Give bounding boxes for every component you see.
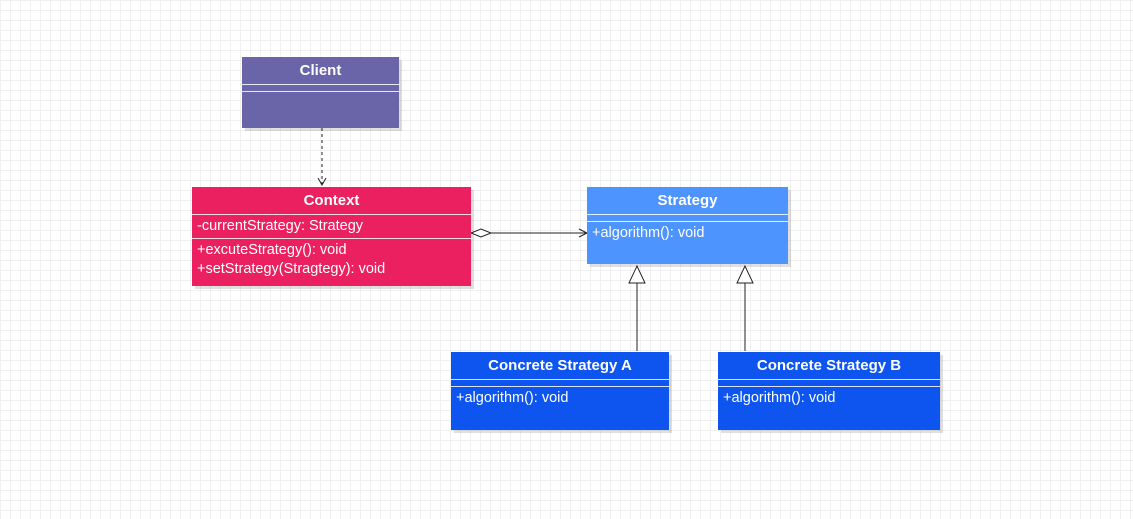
context-method: +excuteStrategy(): void bbox=[197, 242, 347, 258]
concrete-a-methods: +algorithm(): void bbox=[451, 387, 669, 410]
context-class-name: Context bbox=[303, 192, 360, 209]
aggregation-context-strategy[interactable] bbox=[469, 228, 589, 238]
concrete-b-methods: +algorithm(): void bbox=[718, 387, 940, 410]
client-class-name: Client bbox=[299, 62, 342, 79]
strategy-divider-2 bbox=[587, 221, 788, 222]
concrete-strategy-b-name: Concrete Strategy B bbox=[756, 357, 902, 374]
concrete-a-divider-2 bbox=[451, 386, 669, 387]
context-methods: +excuteStrategy(): void +setStrategy(Str… bbox=[192, 239, 471, 281]
context-divider-2 bbox=[192, 238, 471, 239]
concrete-b-method: +algorithm(): void bbox=[723, 390, 836, 406]
concrete-strategy-b-class[interactable]: Concrete Strategy B +algorithm(): void bbox=[718, 352, 940, 430]
client-class[interactable]: Client bbox=[242, 57, 399, 128]
strategy-divider-1 bbox=[587, 214, 788, 215]
strategy-class[interactable]: Strategy +algorithm(): void bbox=[587, 187, 788, 264]
concrete-strategy-a-class[interactable]: Concrete Strategy A +algorithm(): void bbox=[451, 352, 669, 430]
context-divider-1 bbox=[192, 214, 471, 215]
generalization-a-strategy[interactable] bbox=[628, 264, 646, 351]
client-divider-1 bbox=[242, 84, 399, 85]
context-class[interactable]: Context -currentStrategy: Strategy +excu… bbox=[192, 187, 471, 286]
concrete-b-divider-1 bbox=[718, 379, 940, 380]
generalization-b-strategy[interactable] bbox=[736, 264, 754, 351]
concrete-a-divider-1 bbox=[451, 379, 669, 380]
context-attribute: -currentStrategy: Strategy bbox=[197, 218, 364, 234]
context-attributes: -currentStrategy: Strategy bbox=[192, 215, 471, 238]
concrete-b-divider-2 bbox=[718, 386, 940, 387]
client-divider-2 bbox=[242, 91, 399, 92]
strategy-methods: +algorithm(): void bbox=[587, 222, 788, 245]
context-method: +setStrategy(Stragtegy): void bbox=[197, 261, 386, 277]
strategy-method: +algorithm(): void bbox=[592, 225, 705, 241]
concrete-strategy-a-name: Concrete Strategy A bbox=[488, 357, 632, 374]
concrete-a-method: +algorithm(): void bbox=[456, 390, 569, 406]
dependency-client-context[interactable] bbox=[317, 128, 327, 187]
strategy-class-name: Strategy bbox=[657, 192, 718, 209]
